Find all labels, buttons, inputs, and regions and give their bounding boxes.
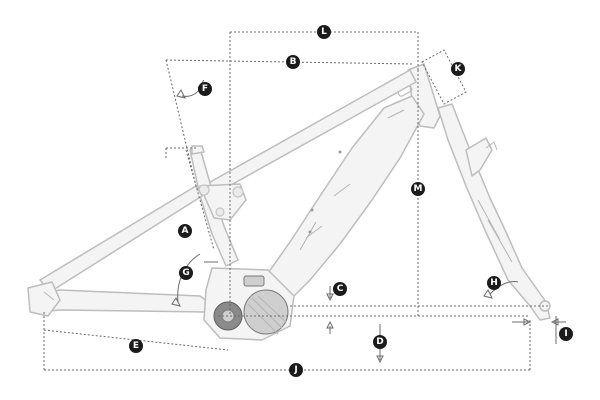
label-e: E bbox=[129, 339, 143, 353]
label-m: M bbox=[411, 182, 425, 196]
dim-b-line bbox=[165, 59, 413, 65]
svg-text:L: L bbox=[321, 27, 327, 37]
label-l: L bbox=[317, 25, 331, 39]
svg-text:C: C bbox=[337, 284, 344, 294]
svg-text:K: K bbox=[455, 64, 463, 74]
chain-stay bbox=[37, 289, 215, 313]
dim-j-line bbox=[43, 312, 531, 371]
dim-i-line bbox=[512, 316, 566, 344]
svg-text:B: B bbox=[290, 57, 297, 67]
dim-a-line bbox=[165, 147, 215, 251]
svg-text:M: M bbox=[414, 184, 423, 194]
label-k: K bbox=[451, 62, 465, 76]
label-j: J bbox=[289, 363, 303, 377]
dimension-labels: L B K F M A G C H D E I bbox=[129, 25, 573, 377]
svg-text:G: G bbox=[182, 268, 189, 278]
motor-housing bbox=[203, 267, 295, 341]
bike-frame bbox=[27, 63, 551, 341]
svg-text:D: D bbox=[376, 337, 383, 347]
svg-text:I: I bbox=[564, 329, 567, 339]
fork bbox=[437, 103, 551, 321]
dim-h-arc bbox=[489, 281, 519, 295]
label-h: H bbox=[487, 276, 501, 290]
dim-f-line bbox=[165, 59, 197, 187]
down-tube bbox=[265, 95, 425, 299]
label-i: I bbox=[559, 327, 573, 341]
label-f: F bbox=[198, 82, 212, 96]
rear-shock bbox=[198, 183, 247, 221]
label-a: A bbox=[178, 224, 192, 238]
dim-k-line bbox=[421, 49, 467, 105]
label-b: B bbox=[286, 55, 300, 69]
svg-text:E: E bbox=[133, 341, 139, 351]
label-g: G bbox=[179, 266, 193, 280]
rear-dropout bbox=[27, 281, 61, 317]
svg-text:H: H bbox=[490, 278, 498, 288]
svg-text:A: A bbox=[182, 226, 189, 236]
label-d: D bbox=[373, 335, 387, 349]
label-c: C bbox=[333, 282, 347, 296]
svg-text:J: J bbox=[293, 365, 297, 375]
seat-stay bbox=[39, 185, 203, 293]
svg-text:F: F bbox=[202, 84, 208, 94]
